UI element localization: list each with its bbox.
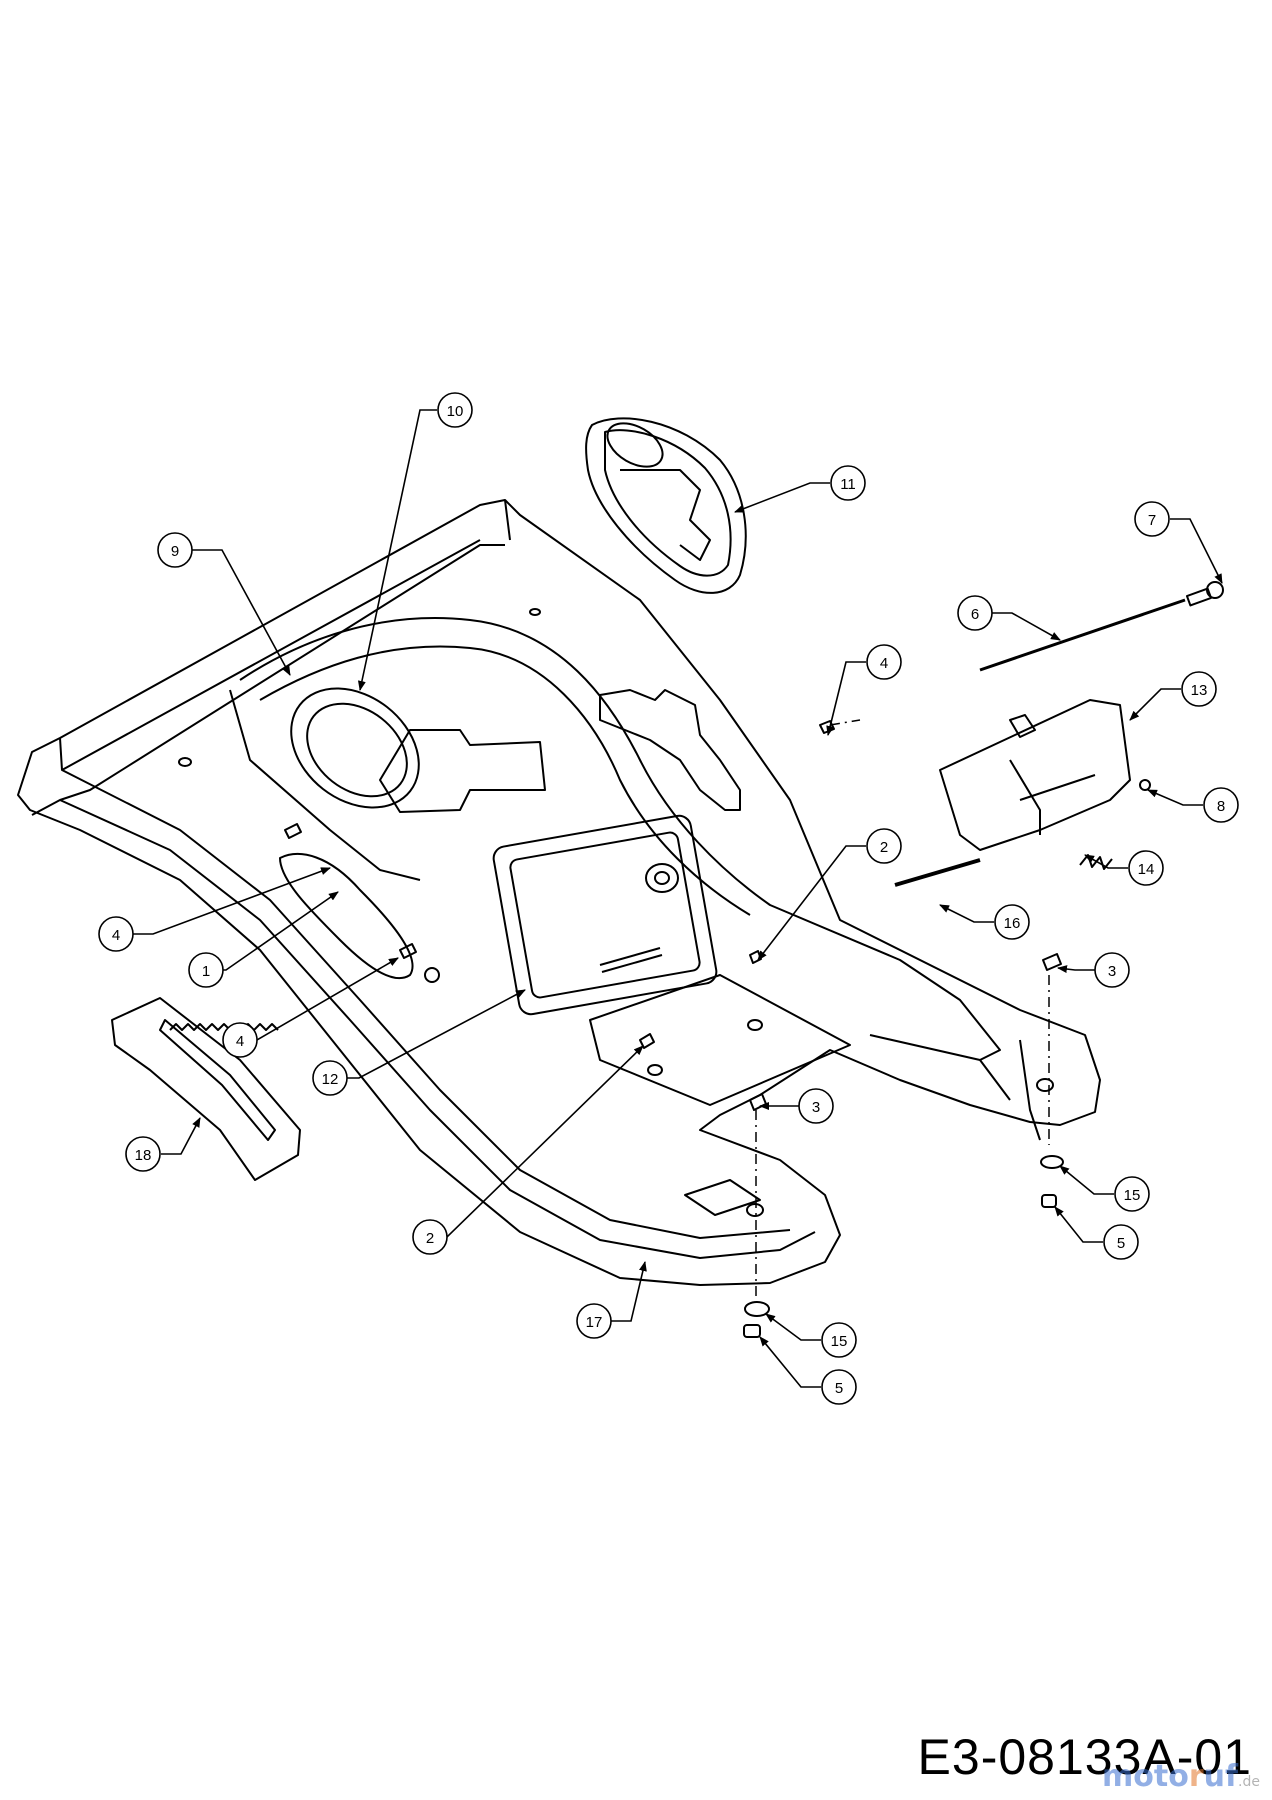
hood-outline [17, 499, 1101, 1286]
svg-text:17: 17 [586, 1314, 603, 1331]
callout-2-bottom: 2 [412, 1219, 448, 1255]
callout-2-top: 2 [866, 828, 902, 864]
rear-cover-plate [684, 1179, 761, 1216]
callout-4-lower: 4 [222, 1022, 258, 1058]
console-spring [599, 947, 663, 973]
tray-clip [620, 469, 711, 561]
svg-text:18: 18 [135, 1147, 152, 1164]
watermark-logo: motoruf.de [1102, 1759, 1260, 1794]
storage-tray [585, 417, 747, 594]
callout-5-bottom: 5 [821, 1369, 857, 1405]
svg-text:14: 14 [1138, 861, 1155, 878]
cup-holder [606, 422, 664, 468]
svg-text:13: 13 [1191, 682, 1208, 699]
right-fender-edge [869, 1034, 1041, 1141]
svg-text:11: 11 [840, 476, 856, 493]
center-tunnel [239, 617, 1001, 1061]
callout-8: 8 [1203, 787, 1239, 823]
fuel-cap-opening-inner [306, 702, 408, 798]
rod-part-6 [979, 598, 1186, 672]
callout-4-left: 4 [98, 916, 134, 952]
callout-13: 13 [1181, 671, 1217, 707]
callouts: 10 11 9 7 6 4 13 8 2 4 14 16 1 3 4 12 3 … [98, 392, 1239, 1405]
callout-9: 9 [157, 532, 193, 568]
svg-text:1: 1 [202, 963, 210, 980]
svg-text:15: 15 [831, 1333, 848, 1350]
tank-area [229, 689, 421, 881]
fuel-cap-opening [290, 687, 420, 809]
seat-hinge-plate [939, 699, 1131, 851]
svg-text:6: 6 [971, 606, 979, 623]
callout-18: 18 [125, 1136, 161, 1172]
svg-text:9: 9 [171, 543, 179, 560]
svg-text:2: 2 [880, 839, 888, 856]
svg-text:3: 3 [1108, 963, 1116, 980]
callout-15-right: 15 [1114, 1176, 1150, 1212]
washers-nuts [424, 779, 1151, 1338]
callout-16: 16 [994, 904, 1030, 940]
body-shell [17, 417, 1224, 1338]
callout-6: 6 [957, 595, 993, 631]
callout-12: 12 [312, 1060, 348, 1096]
callout-11: 11 [830, 465, 866, 501]
steering-console [492, 814, 718, 1016]
svg-text:12: 12 [322, 1071, 339, 1088]
seat-adjust-plate [111, 997, 301, 1181]
callout-10: 10 [437, 392, 473, 428]
svg-text:10: 10 [447, 403, 464, 420]
callout-3-center: 3 [798, 1088, 834, 1124]
hood-front-edge [31, 544, 505, 816]
svg-text:8: 8 [1217, 798, 1225, 815]
seat-hinge-fold [1009, 759, 1096, 835]
svg-text:3: 3 [812, 1099, 820, 1116]
leader-lines [133, 409, 1223, 1388]
callout-3-right: 3 [1094, 952, 1130, 988]
rod-part-16 [894, 858, 981, 887]
svg-text:4: 4 [112, 927, 120, 944]
svg-text:7: 7 [1148, 512, 1156, 529]
seat-adjust-slot [159, 1019, 276, 1141]
center-tunnel-inner [259, 645, 751, 916]
hood-holes [178, 608, 1054, 1217]
steering-console-inner [509, 831, 701, 999]
callout-4-top: 4 [866, 644, 902, 680]
callout-1: 1 [188, 952, 224, 988]
floor-plate [589, 974, 851, 1106]
seat-adjust-teeth [169, 1023, 279, 1031]
callout-14: 14 [1128, 850, 1164, 886]
callout-5-right: 5 [1103, 1224, 1139, 1260]
steering-shaft-ring [645, 863, 679, 893]
rear-bracket [599, 689, 741, 811]
drawing-code: E3-08133A-01 [917, 1729, 1252, 1785]
seat-plate [379, 729, 546, 813]
seat-hinge-tab [1009, 714, 1036, 738]
svg-text:5: 5 [1117, 1235, 1125, 1252]
svg-text:4: 4 [880, 655, 888, 672]
svg-text:4: 4 [236, 1033, 244, 1050]
svg-text:15: 15 [1124, 1187, 1141, 1204]
svg-text:5: 5 [835, 1380, 843, 1397]
callout-7: 7 [1134, 501, 1170, 537]
callout-15-bottom: 15 [821, 1322, 857, 1358]
callout-17: 17 [576, 1303, 612, 1339]
svg-text:16: 16 [1004, 915, 1021, 932]
fender-inner-line [59, 799, 816, 1259]
fender-inner-line-2 [61, 769, 791, 1239]
svg-text:2: 2 [426, 1230, 434, 1247]
storage-tray-inner [604, 429, 732, 577]
